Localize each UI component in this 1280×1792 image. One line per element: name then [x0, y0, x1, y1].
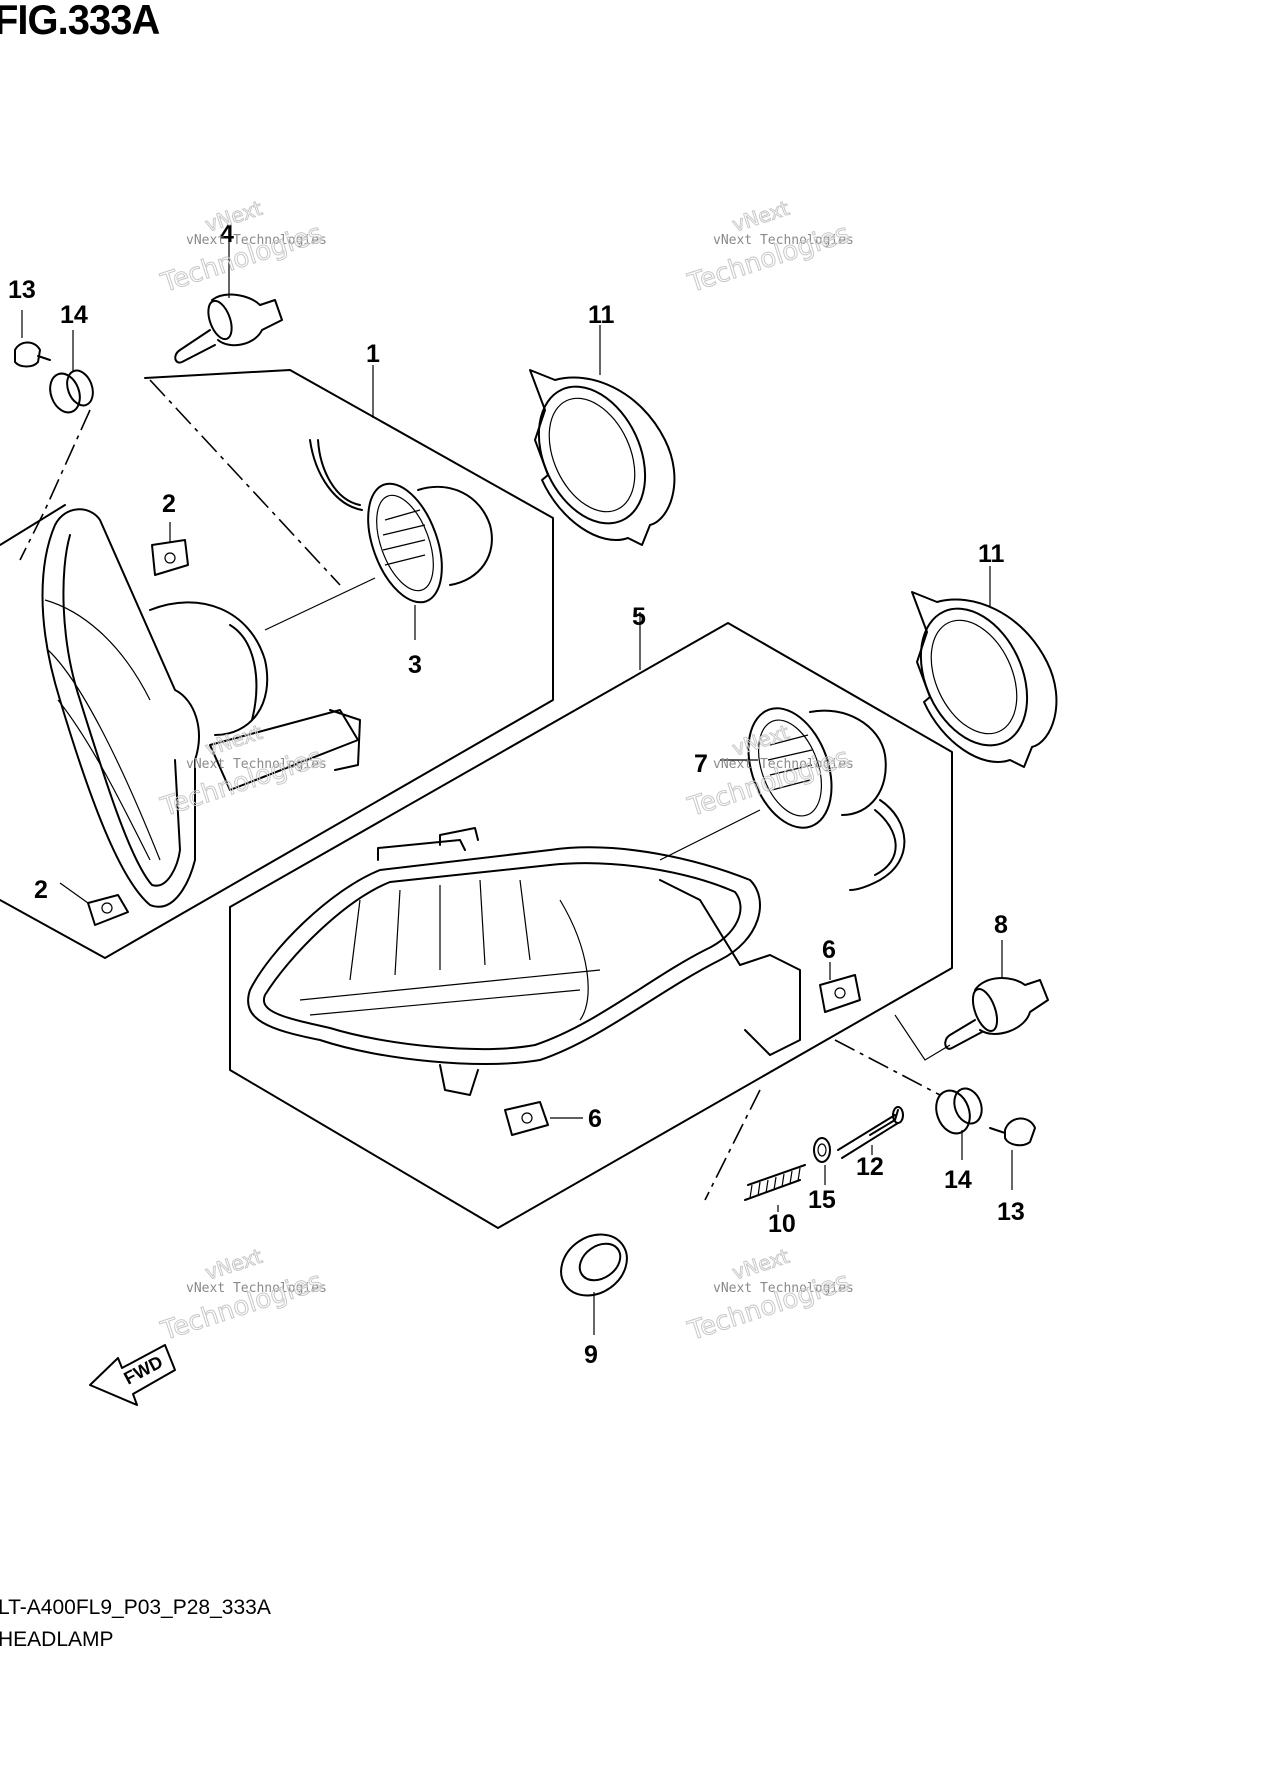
callout-6-upper: 6 [822, 936, 836, 964]
watermark-mid-left: vNext vNext Technologies Technologies [156, 719, 327, 823]
callout-1: 1 [366, 340, 380, 368]
callout-8: 8 [994, 911, 1008, 939]
watermark-bottom-left: vNext vNext Technologies Technologies [156, 1243, 327, 1347]
headlamp-assembly-right [229, 612, 953, 1229]
callout-7: 7 [694, 750, 708, 778]
watermark-bottom-right: vNext vNext Technologies Technologies [683, 1243, 854, 1347]
callout-11-upper: 11 [588, 301, 615, 329]
svg-text:vNext Technologies: vNext Technologies [186, 757, 327, 772]
bolt-upper [14, 310, 51, 368]
retaining-ring-upper [529, 325, 676, 546]
watermark-top-right: vNext vNext Technologies Technologies [683, 195, 854, 299]
bulb-lower [894, 940, 1049, 1061]
figure-name: HEADLAMP [0, 1628, 114, 1651]
figure-code: LT-A400FL9_P03_P28_333A [0, 1596, 271, 1619]
callout-10: 10 [768, 1210, 796, 1238]
svg-text:vNext Technologies: vNext Technologies [186, 233, 327, 248]
svg-text:vNext: vNext [729, 1244, 792, 1285]
svg-text:Technologies: Technologies [684, 219, 853, 299]
svg-text:vNext: vNext [729, 720, 792, 761]
svg-text:vNext Technologies: vNext Technologies [713, 233, 854, 248]
retaining-ring-lower [911, 566, 1058, 768]
svg-text:vNext Technologies: vNext Technologies [713, 1281, 854, 1296]
seal-ring [560, 1233, 628, 1335]
callout-13-upper: 13 [8, 276, 36, 304]
callout-5: 5 [632, 603, 646, 631]
callout-numbers: 13 14 4 11 1 2 3 11 5 7 2 8 6 6 12 14 13… [8, 220, 1025, 1369]
callout-14-lower: 14 [944, 1166, 972, 1194]
callout-11-lower: 11 [978, 540, 1005, 568]
headlamp-assembly-left [0, 365, 554, 959]
watermark-top-left: vNext vNext Technologies Technologies [156, 195, 327, 299]
callout-2-lower: 2 [34, 876, 48, 904]
svg-text:vNext Technologies: vNext Technologies [186, 1281, 327, 1296]
figure-title: FIG.333A [0, 0, 160, 43]
callout-15: 15 [808, 1186, 836, 1214]
svg-text:Technologies: Technologies [157, 743, 326, 823]
adjuster-hardware [744, 1087, 1036, 1212]
callout-4: 4 [220, 220, 234, 248]
svg-text:vNext: vNext [202, 720, 265, 761]
callout-14-upper: 14 [60, 301, 88, 329]
grommet-upper [49, 330, 94, 414]
svg-text:vNext: vNext [729, 196, 792, 237]
svg-text:Technologies: Technologies [157, 1267, 326, 1347]
callout-9: 9 [584, 1341, 598, 1369]
forward-arrow-icon: FWD [89, 1344, 176, 1406]
svg-text:Technologies: Technologies [684, 1267, 853, 1347]
bulb-upper [174, 242, 283, 364]
callout-3: 3 [408, 651, 422, 679]
callout-13-lower: 13 [997, 1198, 1025, 1226]
svg-text:Technologies: Technologies [157, 219, 326, 299]
callout-6-lower: 6 [588, 1105, 602, 1133]
callout-12: 12 [856, 1153, 884, 1181]
svg-text:vNext: vNext [202, 1244, 265, 1285]
svg-text:vNext Technologies: vNext Technologies [713, 757, 854, 772]
callout-2-upper: 2 [162, 490, 176, 518]
